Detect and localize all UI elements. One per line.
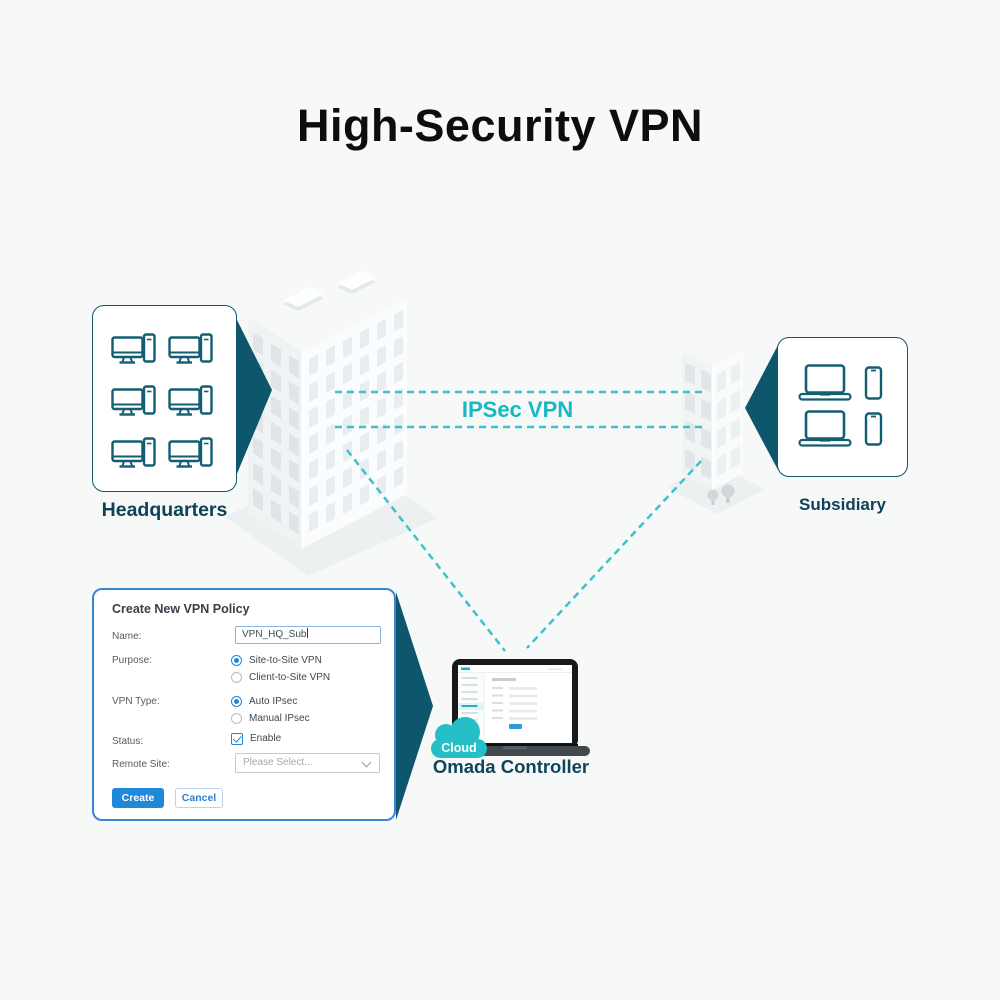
radio-unselected-icon[interactable] (231, 672, 242, 683)
name-label: Name: (112, 631, 142, 642)
controller-laptop (440, 659, 590, 756)
tree (707, 489, 719, 501)
smartphone-icon (864, 412, 883, 446)
desktop-pc-icon (168, 437, 213, 468)
dialog-title: Create New VPN Policy (112, 602, 250, 616)
status-enable-row[interactable]: Enable (231, 732, 281, 745)
subsidiary-to-controller-line (526, 460, 702, 649)
purpose-option-client-to-site[interactable]: Client-to-Site VPN (231, 671, 330, 684)
ipsec-vpn-label: IPSec VPN (461, 397, 574, 422)
desktop-pc-icon (168, 333, 213, 364)
desktop-pc-icon (168, 385, 213, 416)
name-input[interactable]: VPN_HQ_Sub (235, 626, 381, 644)
vpn-type-option-manual-ipsec[interactable]: Manual IPsec (231, 712, 310, 725)
radio-selected-icon[interactable] (231, 655, 242, 666)
radio-selected-icon[interactable] (231, 696, 242, 707)
subsidiary-arrow (745, 345, 778, 470)
desktop-pc-icon (111, 437, 156, 468)
cloud-icon (431, 739, 487, 758)
hq-building (248, 262, 407, 549)
radio-unselected-icon[interactable] (231, 713, 242, 724)
subsidiary-label: Subsidiary (799, 495, 886, 514)
remote-site-label: Remote Site: (112, 759, 170, 770)
omada-controller-label: Omada Controller (432, 756, 590, 777)
text-caret (307, 628, 309, 638)
smartphone-icon (864, 366, 883, 400)
tree-trunk (726, 494, 730, 503)
hq-to-controller-line (346, 449, 506, 652)
create-vpn-policy-dialog: Create New VPN Policy Name: VPN_HQ_Sub P… (92, 588, 396, 821)
vpn-type-option-auto-ipsec[interactable]: Auto IPsec (231, 695, 297, 708)
desktop-pc-icon (111, 385, 156, 416)
subsidiary-box (777, 337, 908, 477)
vpn-tunnel-lines (335, 390, 702, 652)
remote-site-select[interactable]: Please Select... (235, 753, 380, 773)
cancel-button[interactable]: Cancel (175, 788, 223, 808)
checkbox-checked-icon[interactable] (231, 732, 243, 745)
subsidiary-building (682, 336, 743, 505)
select-placeholder: Please Select... (243, 757, 313, 768)
tree (721, 484, 735, 498)
laptop-icon (798, 410, 852, 447)
cloud-badge: Cloud (431, 717, 487, 758)
laptop-icon (798, 364, 852, 401)
hq-arrow (236, 318, 272, 476)
headquarters-label: Headquarters (101, 499, 228, 521)
dialog-arrow (396, 592, 433, 820)
mini-create-button (509, 724, 522, 729)
page-title: High-Security VPN (296, 100, 704, 151)
create-button[interactable]: Create (112, 788, 164, 808)
cloud-badge-text: Cloud (441, 741, 477, 755)
purpose-option-site-to-site[interactable]: Site-to-Site VPN (231, 654, 322, 667)
name-value: VPN_HQ_Sub (242, 629, 307, 640)
purpose-label: Purpose: (112, 655, 153, 666)
tree-trunk (711, 497, 715, 505)
chevron-down-icon (361, 757, 372, 768)
vpn-type-label: VPN Type: (112, 696, 160, 707)
desktop-pc-icon (111, 333, 156, 364)
status-label: Status: (112, 736, 144, 747)
omada-logo-mini (461, 667, 470, 670)
headquarters-box (92, 305, 237, 492)
